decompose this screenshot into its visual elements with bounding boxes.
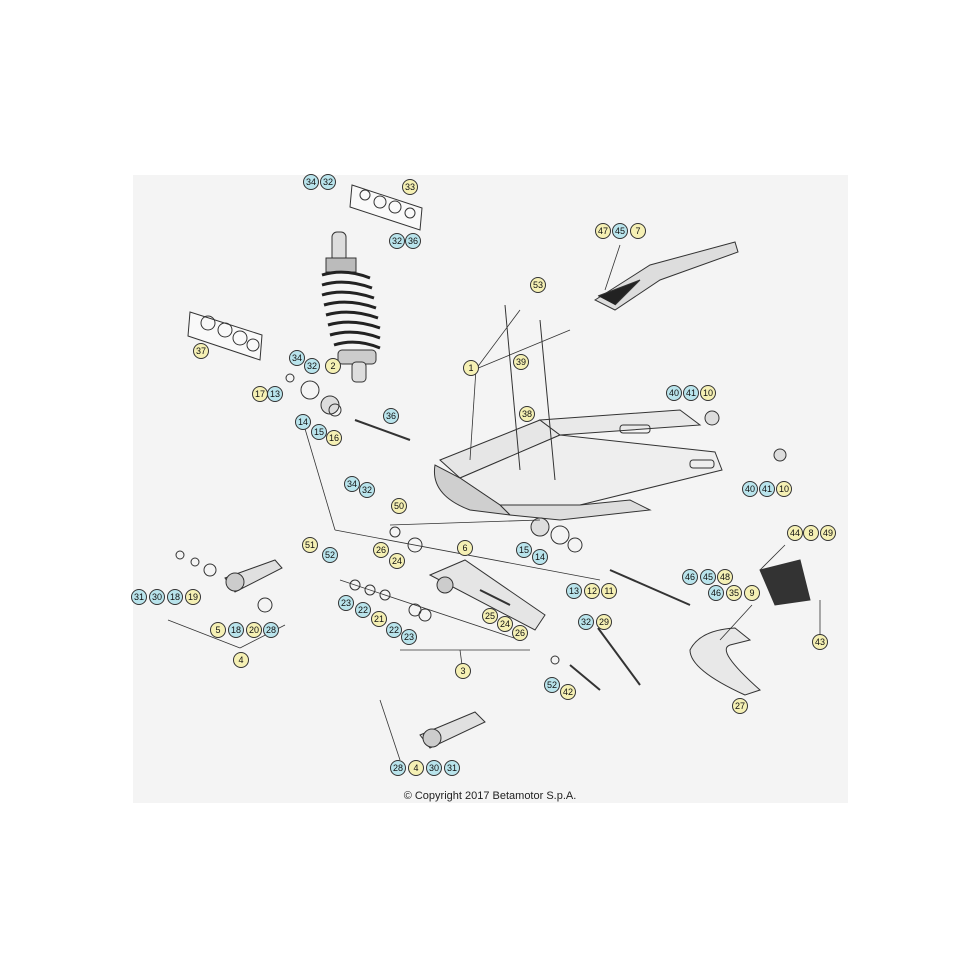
callout-34[interactable]: 34 xyxy=(303,174,319,190)
callout-53[interactable]: 53 xyxy=(530,277,546,293)
callout-52[interactable]: 52 xyxy=(322,547,338,563)
callout-50[interactable]: 50 xyxy=(391,498,407,514)
callout-13[interactable]: 13 xyxy=(566,583,582,599)
callout-41[interactable]: 41 xyxy=(759,481,775,497)
callout-45[interactable]: 45 xyxy=(612,223,628,239)
callout-20[interactable]: 20 xyxy=(246,622,262,638)
callout-15[interactable]: 15 xyxy=(311,424,327,440)
shafts-drawing xyxy=(354,419,691,691)
callout-18[interactable]: 18 xyxy=(167,589,183,605)
callout-6[interactable]: 6 xyxy=(457,540,473,556)
callout-8[interactable]: 8 xyxy=(803,525,819,541)
copyright-text: © Copyright 2017 Betamotor S.p.A. xyxy=(403,790,577,802)
callout-26[interactable]: 26 xyxy=(512,625,528,641)
callout-11[interactable]: 11 xyxy=(601,583,617,599)
callout-23[interactable]: 23 xyxy=(338,595,354,611)
callout-28[interactable]: 28 xyxy=(390,760,406,776)
callout-38[interactable]: 38 xyxy=(519,406,535,422)
callout-22[interactable]: 22 xyxy=(386,622,402,638)
callout-4[interactable]: 4 xyxy=(408,760,424,776)
callout-32[interactable]: 32 xyxy=(578,614,594,630)
callout-36[interactable]: 36 xyxy=(383,408,399,424)
linkage-drawing xyxy=(224,559,546,749)
callout-10[interactable]: 10 xyxy=(776,481,792,497)
callout-48[interactable]: 48 xyxy=(717,569,733,585)
callout-33[interactable]: 33 xyxy=(402,179,418,195)
callout-35[interactable]: 35 xyxy=(726,585,742,601)
callout-18[interactable]: 18 xyxy=(228,622,244,638)
chain-guide-drawing xyxy=(689,559,811,696)
callout-49[interactable]: 49 xyxy=(820,525,836,541)
callout-16[interactable]: 16 xyxy=(326,430,342,446)
callout-1[interactable]: 1 xyxy=(463,360,479,376)
callout-32[interactable]: 32 xyxy=(389,233,405,249)
callout-15[interactable]: 15 xyxy=(516,542,532,558)
callout-26[interactable]: 26 xyxy=(373,542,389,558)
callout-32[interactable]: 32 xyxy=(320,174,336,190)
callout-52[interactable]: 52 xyxy=(544,677,560,693)
callout-39[interactable]: 39 xyxy=(513,354,529,370)
small-parts-drawing xyxy=(175,373,787,665)
callout-29[interactable]: 29 xyxy=(596,614,612,630)
callout-9[interactable]: 9 xyxy=(744,585,760,601)
callout-22[interactable]: 22 xyxy=(355,602,371,618)
callout-45[interactable]: 45 xyxy=(700,569,716,585)
callout-43[interactable]: 43 xyxy=(812,634,828,650)
callout-14[interactable]: 14 xyxy=(532,549,548,565)
callout-21[interactable]: 21 xyxy=(371,611,387,627)
callout-25[interactable]: 25 xyxy=(482,608,498,624)
callout-3[interactable]: 3 xyxy=(455,663,471,679)
callout-12[interactable]: 12 xyxy=(584,583,600,599)
callout-46[interactable]: 46 xyxy=(708,585,724,601)
callout-10[interactable]: 10 xyxy=(700,385,716,401)
bushing-kit-37-drawing xyxy=(187,311,263,361)
callout-34[interactable]: 34 xyxy=(289,350,305,366)
callout-17[interactable]: 17 xyxy=(252,386,268,402)
callout-23[interactable]: 23 xyxy=(401,629,417,645)
callout-36[interactable]: 36 xyxy=(405,233,421,249)
callout-40[interactable]: 40 xyxy=(742,481,758,497)
callout-51[interactable]: 51 xyxy=(302,537,318,553)
bushing-kit-33-drawing xyxy=(349,184,423,231)
callout-13[interactable]: 13 xyxy=(267,386,283,402)
callout-14[interactable]: 14 xyxy=(295,414,311,430)
callout-24[interactable]: 24 xyxy=(389,553,405,569)
callout-41[interactable]: 41 xyxy=(683,385,699,401)
callout-2[interactable]: 2 xyxy=(325,358,341,374)
callout-28[interactable]: 28 xyxy=(263,622,279,638)
callout-46[interactable]: 46 xyxy=(682,569,698,585)
callout-44[interactable]: 44 xyxy=(787,525,803,541)
callout-4[interactable]: 4 xyxy=(233,652,249,668)
callout-37[interactable]: 37 xyxy=(193,343,209,359)
callout-31[interactable]: 31 xyxy=(131,589,147,605)
callout-24[interactable]: 24 xyxy=(497,616,513,632)
callout-7[interactable]: 7 xyxy=(630,223,646,239)
callout-47[interactable]: 47 xyxy=(595,223,611,239)
callout-19[interactable]: 19 xyxy=(185,589,201,605)
callout-30[interactable]: 30 xyxy=(149,589,165,605)
callout-40[interactable]: 40 xyxy=(666,385,682,401)
swingarm-drawing xyxy=(433,304,723,521)
leader-lines xyxy=(167,244,821,761)
chain-slider-drawing xyxy=(593,241,739,311)
callout-42[interactable]: 42 xyxy=(560,684,576,700)
callout-31[interactable]: 31 xyxy=(444,760,460,776)
callout-27[interactable]: 27 xyxy=(732,698,748,714)
callout-32[interactable]: 32 xyxy=(304,358,320,374)
callout-32[interactable]: 32 xyxy=(359,482,375,498)
shock-absorber-drawing xyxy=(321,231,381,383)
callout-34[interactable]: 34 xyxy=(344,476,360,492)
callout-5[interactable]: 5 xyxy=(210,622,226,638)
callout-30[interactable]: 30 xyxy=(426,760,442,776)
